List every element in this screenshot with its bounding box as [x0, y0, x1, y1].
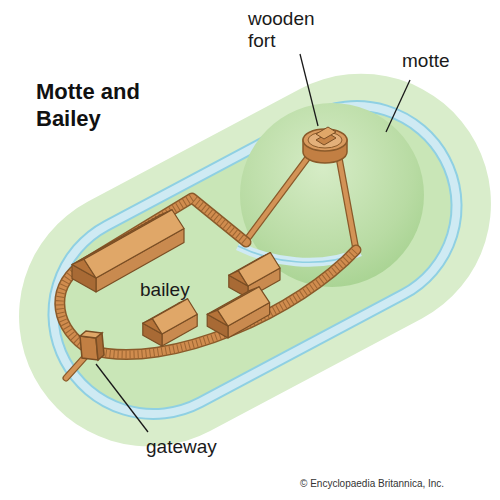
building-face — [238, 253, 280, 286]
outer-ground — [0, 28, 500, 492]
bridge-wall — [338, 152, 356, 250]
part-label: bailey — [140, 279, 190, 301]
part-label: wooden fort — [248, 8, 326, 52]
building-face — [84, 210, 184, 278]
palisade — [60, 198, 356, 355]
part-label: gateway — [146, 436, 217, 458]
bridge-wall — [338, 152, 356, 250]
building-face — [218, 287, 270, 326]
diagram-title: Motte and Bailey — [36, 78, 176, 132]
leader-line — [386, 80, 410, 132]
gateway-structure — [66, 331, 104, 378]
inner-ground — [25, 78, 485, 443]
bridge-wall — [245, 152, 312, 242]
part-label: motte — [402, 50, 450, 72]
copyright-note: © Encyclopaedia Britannica, Inc. — [300, 478, 444, 490]
building-face — [152, 299, 197, 334]
palisade-stakes — [60, 198, 356, 355]
moat — [11, 64, 498, 456]
wooden-fort — [303, 127, 347, 163]
palisade-face — [60, 198, 356, 355]
leader-line — [300, 54, 318, 126]
bridge-wall — [245, 152, 312, 242]
buildings — [72, 210, 280, 346]
leader-line — [96, 364, 148, 432]
